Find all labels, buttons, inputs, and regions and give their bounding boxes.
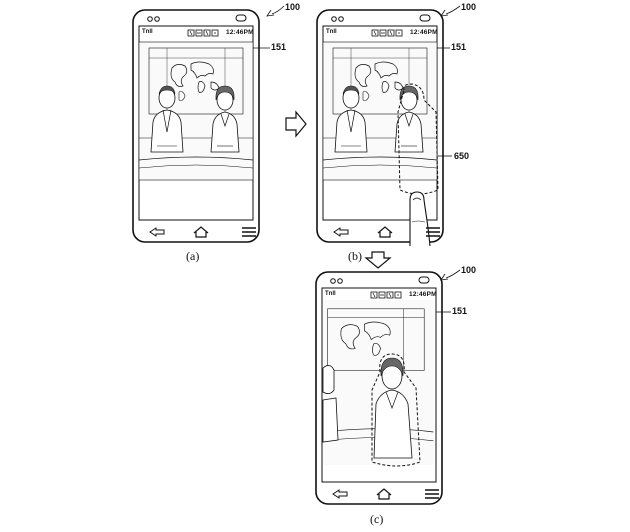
enlarged-anchor (371, 353, 421, 467)
phone-c (315, 271, 443, 505)
finger-icon (409, 191, 431, 247)
signal-icon: Tnll (326, 29, 337, 35)
ref-device-c: 100 (461, 265, 477, 275)
signal-icon: Tnll (325, 291, 336, 297)
phone-b (316, 9, 444, 247)
phone-a (132, 9, 260, 243)
figure-label-c: (c) (370, 512, 384, 526)
ref-display-b: 151 (451, 42, 467, 52)
ref-display-a: 151 (271, 42, 287, 52)
next-arrow-icon (285, 110, 307, 138)
figure-label-b: (b) (348, 249, 362, 263)
ref-device-a: 100 (285, 2, 301, 12)
ref-region-650: 650 (454, 151, 470, 161)
down-arrow-icon (364, 251, 392, 269)
signal-icon: Tnll (142, 29, 153, 35)
partial-anchor-left (322, 365, 339, 443)
time-b: 12:46PM (410, 29, 438, 36)
ref-display-c: 151 (452, 306, 468, 316)
ref-device-b: 100 (461, 2, 477, 12)
time-a: 12:46PM (226, 29, 254, 36)
time-c: 12:46PM (409, 291, 437, 298)
figure-label-a: (a) (186, 249, 200, 263)
